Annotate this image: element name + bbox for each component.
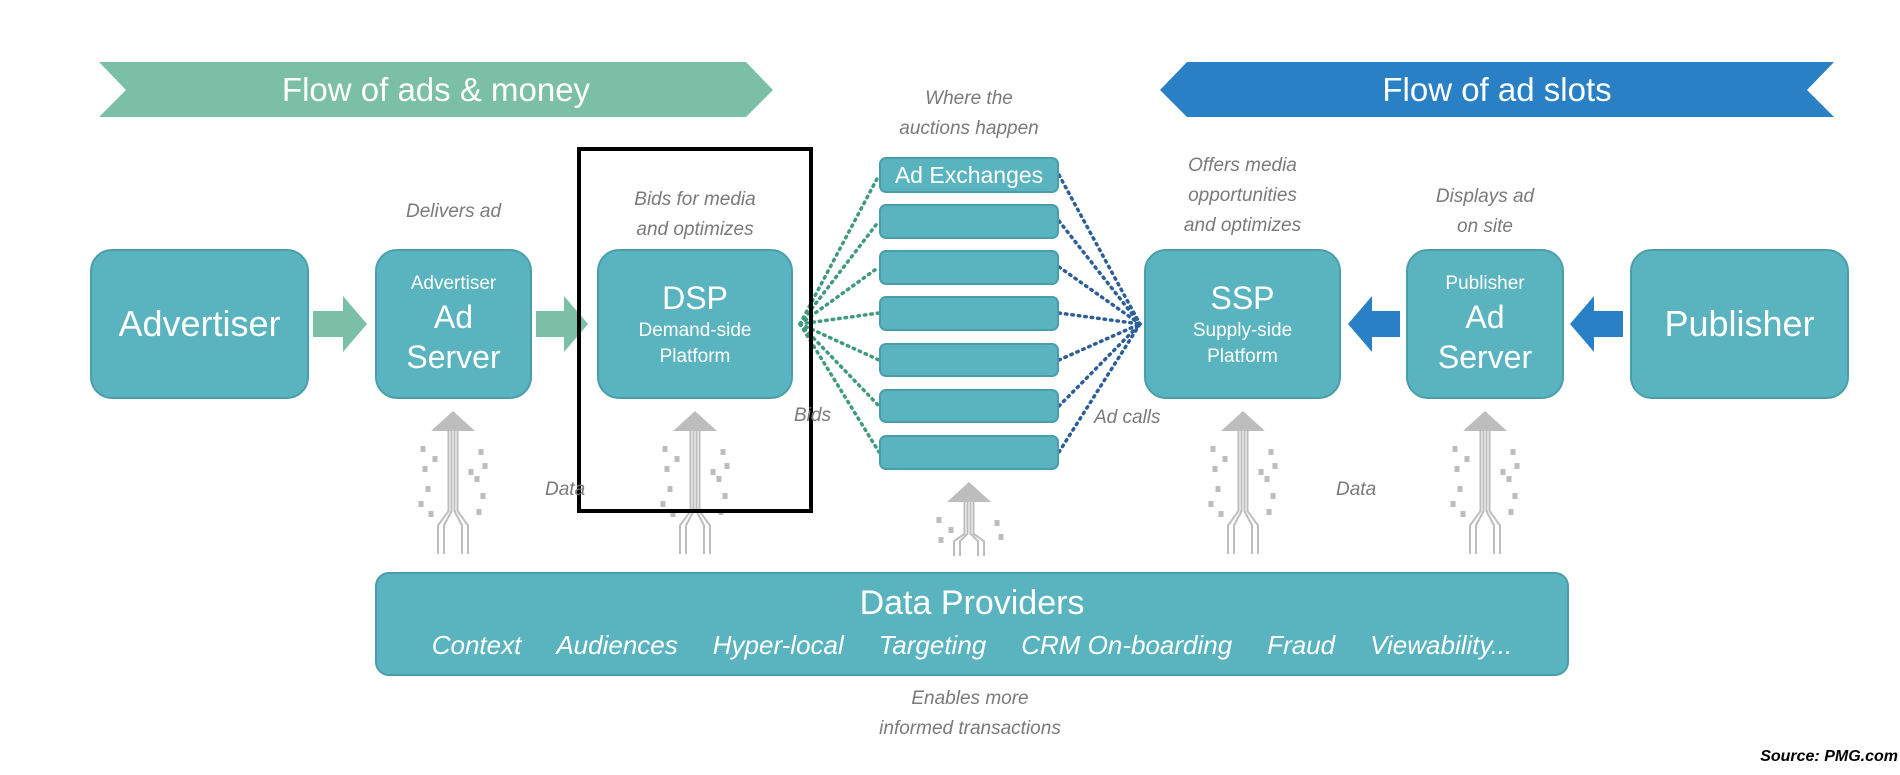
caption-line: Offers media xyxy=(1188,155,1297,176)
data-provider-item: Viewability... xyxy=(1370,630,1513,660)
bids-label: Bids xyxy=(794,405,831,426)
arrow-left-icon xyxy=(1570,296,1623,352)
advertiser-node: Advertiser xyxy=(90,249,309,399)
ad-exchange-row xyxy=(879,389,1059,423)
dsp-caption: Bids for media and optimizes xyxy=(597,185,793,245)
node-line: Demand-side xyxy=(638,320,752,341)
highlight-frame xyxy=(577,147,813,513)
data-flow-icon xyxy=(1208,411,1278,554)
source-credit: Source: PMG.com xyxy=(1760,748,1898,765)
data-flow-icon xyxy=(936,482,1004,556)
data-icons xyxy=(418,411,1520,556)
caption-line: and optimizes xyxy=(636,219,754,240)
dsp-title: DSP xyxy=(662,280,728,316)
ad-exchanges-caption: Where the auctions happen xyxy=(879,84,1059,144)
bid-connection-line xyxy=(798,322,881,362)
data-providers-node: Data Providers Context Audiences Hyper-l… xyxy=(375,572,1569,676)
data-providers-caption: Enables more informed transactions xyxy=(820,684,1120,744)
ad-call-connection-line xyxy=(1057,311,1142,326)
bid-connection-line xyxy=(798,311,881,326)
node-line: Ad xyxy=(433,299,474,335)
flow-ad-slots-banner-shape xyxy=(1160,62,1834,117)
node-line: Supply-side xyxy=(1192,320,1293,341)
bid-connection-line xyxy=(798,322,881,454)
ad-exchange-row xyxy=(879,296,1059,331)
data-label-right: Data xyxy=(1336,479,1377,500)
bid-connection-line xyxy=(798,219,881,326)
data-label-left: Data xyxy=(545,479,586,500)
advertiser-ad-server-node: Advertiser Ad Server xyxy=(375,249,532,399)
node-line: Publisher xyxy=(1445,273,1525,294)
data-provider-item: Context xyxy=(431,630,522,660)
bid-connection-line xyxy=(798,173,881,326)
advertiser-ad-server-caption: Delivers ad xyxy=(405,201,502,222)
bid-connection-line xyxy=(798,265,881,326)
ad-exchange-row: Ad Exchanges xyxy=(879,157,1059,193)
caption-line: auctions happen xyxy=(899,118,1039,139)
ad-calls-label: Ad calls xyxy=(1094,407,1161,428)
data-flow-icon xyxy=(1450,411,1520,554)
bid-connection-line xyxy=(798,322,881,408)
ad-call-connection-line xyxy=(1057,219,1142,326)
ad-exchange-row xyxy=(879,204,1059,239)
banner-right-label: Flow of ad slots xyxy=(1382,71,1612,108)
arrow-right-icon xyxy=(313,296,367,352)
ad-exchange-row xyxy=(879,250,1059,285)
data-provider-item: Hyper-local xyxy=(712,630,844,660)
ad-call-connection-line xyxy=(1057,322,1142,454)
data-provider-item: Audiences xyxy=(556,630,678,660)
caption-line: informed transactions xyxy=(879,718,1061,739)
publisher-ad-server-node: Publisher Ad Server xyxy=(1406,249,1564,399)
ad-call-connection-line xyxy=(1057,322,1142,408)
arrow-left-icon xyxy=(1348,296,1400,352)
data-providers-items: Context Audiences Hyper-local Targeting … xyxy=(432,630,1513,661)
caption-line: Bids for media xyxy=(634,189,756,210)
caption-line: and optimizes xyxy=(1183,215,1302,236)
dsp-node: DSP Demand-side Platform xyxy=(597,249,793,399)
caption-line: Enables more xyxy=(911,688,1029,709)
publisher-node: Publisher xyxy=(1630,249,1849,399)
data-flow-icon xyxy=(418,411,488,554)
banner-left-label: Flow of ads & money xyxy=(281,71,591,108)
flow-ads-money-banner-shape xyxy=(99,62,773,117)
advertiser-label: Advertiser xyxy=(118,303,281,344)
ad-call-connection-line xyxy=(1057,173,1142,326)
node-line: Server xyxy=(406,339,501,375)
caption-line: Where the xyxy=(925,88,1013,109)
data-flow-icon xyxy=(660,411,730,554)
publisher-ad-server-caption: Displays ad on site xyxy=(1406,182,1564,242)
data-provider-item: CRM On-boarding xyxy=(1021,630,1233,660)
node-line: Server xyxy=(1437,339,1533,375)
data-providers-title: Data Providers xyxy=(859,584,1085,622)
arrow-right-icon xyxy=(536,296,588,352)
data-provider-item: Fraud xyxy=(1267,630,1336,660)
node-line: Ad xyxy=(1465,299,1505,335)
node-line: Platform xyxy=(1207,346,1278,367)
ssp-caption: Offers media opportunities and optimizes xyxy=(1144,151,1341,241)
dotted-connections xyxy=(798,173,1142,454)
ad-call-connection-line xyxy=(1057,322,1142,362)
ad-exchanges-label: Ad Exchanges xyxy=(894,162,1044,188)
data-provider-item: Targeting xyxy=(878,630,987,660)
ad-exchange-row xyxy=(879,343,1059,377)
publisher-label: Publisher xyxy=(1664,303,1815,344)
ssp-title: SSP xyxy=(1210,280,1275,316)
caption-line: on site xyxy=(1457,216,1513,237)
caption-line: opportunities xyxy=(1188,185,1297,206)
node-line: Advertiser xyxy=(410,273,497,294)
ssp-node: SSP Supply-side Platform xyxy=(1144,249,1341,399)
node-line: Platform xyxy=(659,346,731,367)
caption-line: Displays ad xyxy=(1435,186,1535,207)
ad-exchange-row xyxy=(879,435,1059,470)
